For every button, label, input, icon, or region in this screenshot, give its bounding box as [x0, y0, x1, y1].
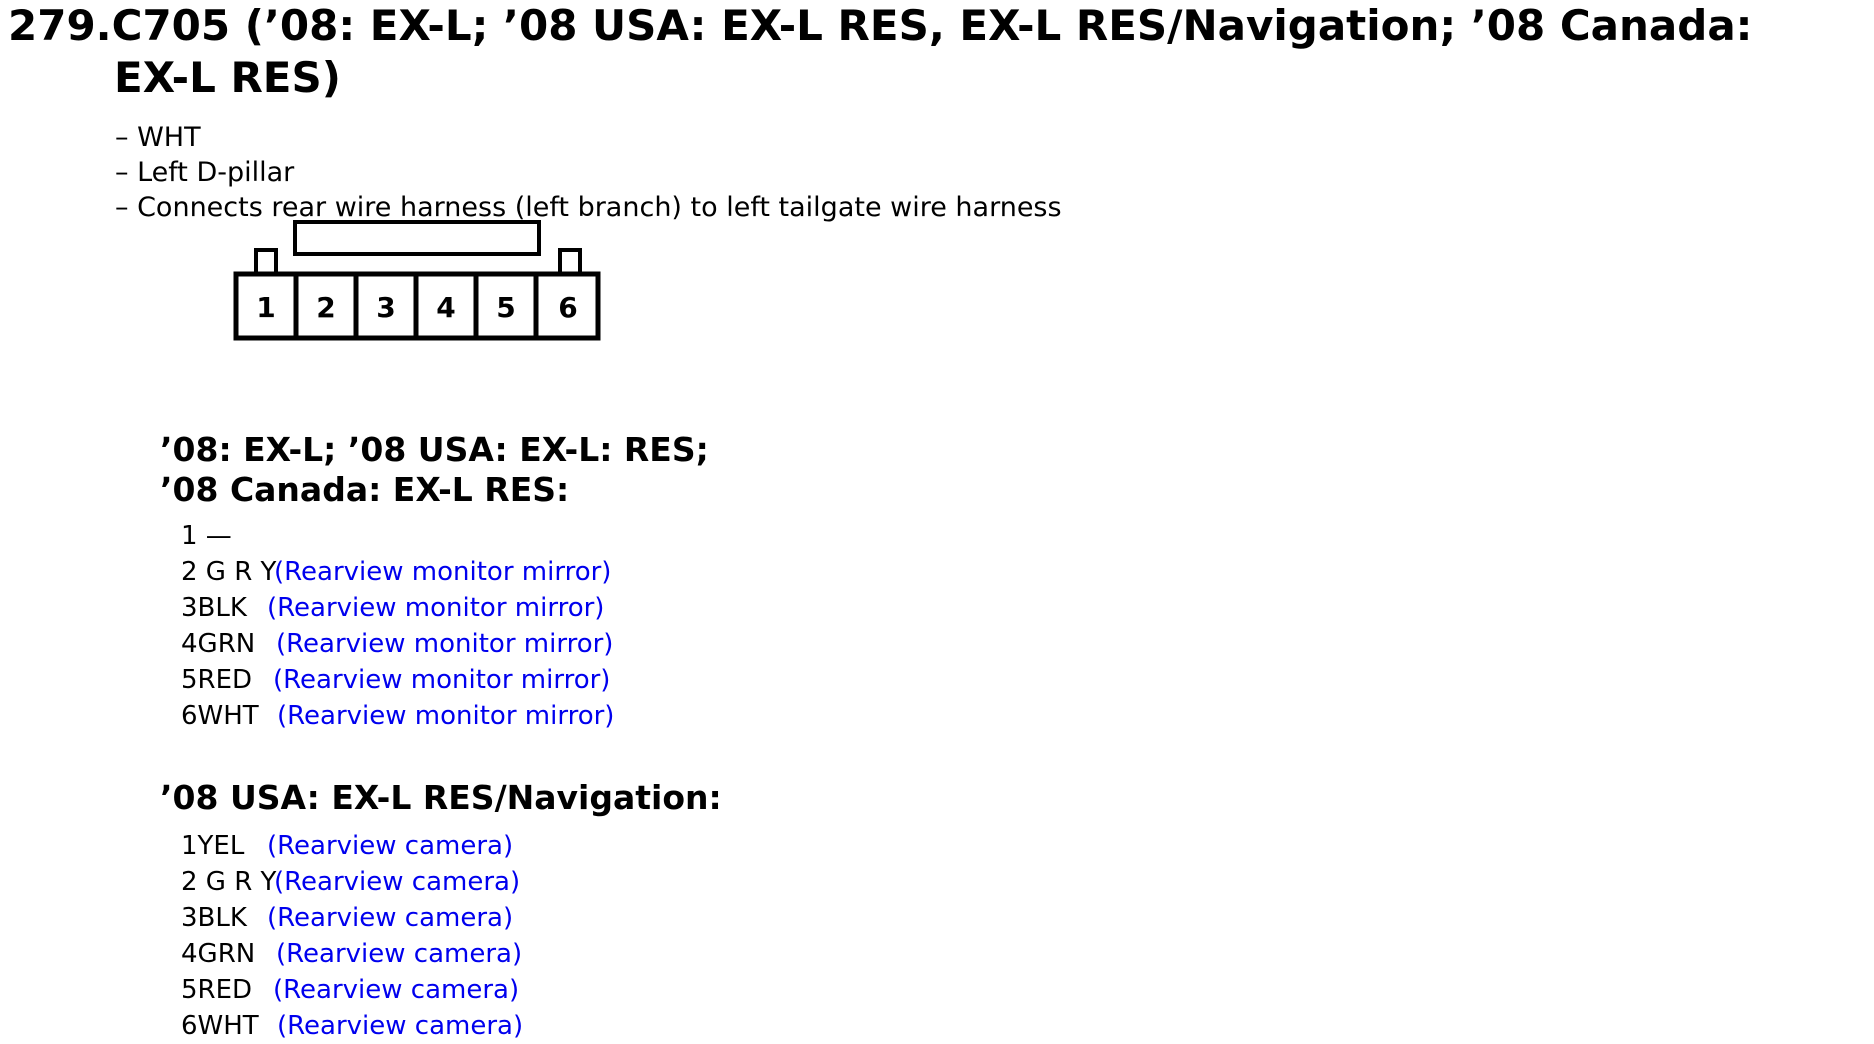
pin-label-4: 4 [436, 291, 455, 324]
pin-list: 1 — 2 G R Y (Rearview monitor mirror) 3B… [181, 518, 709, 734]
pin-destination-link[interactable]: (Rearview camera) [267, 903, 514, 933]
pin-destination-link[interactable]: (Rearview monitor mirror) [276, 629, 614, 659]
pin-row: 5RED (Rearview monitor mirror) [181, 662, 709, 698]
connector-face-diagram: 1 2 3 4 5 6 [233, 220, 601, 341]
pin-destination-link[interactable]: (Rearview camera) [277, 1011, 524, 1041]
pin-destination-link[interactable]: (Rearview camera) [274, 867, 521, 897]
pin-label-6: 6 [558, 291, 577, 324]
info-location: – Left D-pillar [115, 157, 295, 188]
pin-row: 2 G R Y (Rearview camera) [181, 864, 722, 900]
pin-wire: 6WHT [181, 701, 259, 731]
pin-destination-link[interactable]: (Rearview camera) [276, 939, 523, 969]
pin-destination-link[interactable]: (Rearview monitor mirror) [274, 557, 612, 587]
connector-lock-tab [293, 220, 541, 256]
pin-row: 1 — [181, 518, 709, 554]
page-title-line1: 279.C705 (’08: EX-L; ’08 USA: EX-L RES, … [8, 1, 1753, 50]
pin-row: 5RED (Rearview camera) [181, 972, 722, 1008]
pin-wire: 1YEL [181, 831, 245, 861]
pin-list: 1YEL (Rearview camera) 2 G R Y (Rearview… [181, 828, 722, 1044]
pin-row: 3BLK (Rearview monitor mirror) [181, 590, 709, 626]
section-title-line1: ’08 USA: EX-L RES/Navigation: [160, 778, 722, 817]
info-connects: – Connects rear wire harness (left branc… [115, 192, 1062, 223]
pin-destination-link[interactable]: (Rearview monitor mirror) [267, 593, 605, 623]
connector-left-latch [254, 248, 278, 274]
section-rearview-mirror: ’08: EX-L; ’08 USA: EX-L: RES; ’08 Canad… [160, 430, 709, 734]
pin-wire: 4GRN [181, 629, 256, 659]
section-title-line2: ’08 Canada: EX-L RES: [160, 470, 570, 509]
pin-wire: 5RED [181, 665, 253, 695]
pin-label-3: 3 [376, 291, 395, 324]
pin-wire: 5RED [181, 975, 253, 1005]
info-color: – WHT [115, 122, 201, 153]
pin-wire: 2 G R Y [181, 867, 277, 897]
pin-wire: 1 — [181, 521, 232, 551]
section-title-line1: ’08: EX-L; ’08 USA: EX-L: RES; [160, 430, 709, 469]
pin-wire: 4GRN [181, 939, 256, 969]
section-rearview-camera: ’08 USA: EX-L RES/Navigation: 1YEL (Rear… [160, 778, 722, 1044]
pin-label-2: 2 [316, 291, 335, 324]
connector-info-list: – WHT – Left D-pillar – Connects rear wi… [115, 120, 1062, 225]
pin-row: 4GRN (Rearview camera) [181, 936, 722, 972]
pin-row: 1YEL (Rearview camera) [181, 828, 722, 864]
pin-destination-link[interactable]: (Rearview camera) [273, 975, 520, 1005]
pin-row: 6WHT (Rearview monitor mirror) [181, 698, 709, 734]
pin-destination-link[interactable]: (Rearview monitor mirror) [273, 665, 611, 695]
pin-destination-link[interactable]: (Rearview camera) [267, 831, 514, 861]
pin-destination-link[interactable]: (Rearview monitor mirror) [277, 701, 615, 731]
pin-row: 6WHT (Rearview camera) [181, 1008, 722, 1044]
page-title: 279.C705 (’08: EX-L; ’08 USA: EX-L RES, … [8, 0, 1874, 104]
pin-wire: 3BLK [181, 903, 247, 933]
page-title-line2: EX-L RES) [114, 53, 341, 102]
pin-wire: 6WHT [181, 1011, 259, 1041]
pin-label-5: 5 [496, 291, 515, 324]
pin-row: 2 G R Y (Rearview monitor mirror) [181, 554, 709, 590]
connector-right-latch [558, 248, 582, 274]
pin-label-1: 1 [256, 291, 275, 324]
pin-wire: 3BLK [181, 593, 247, 623]
pin-wire: 2 G R Y [181, 557, 277, 587]
pin-row: 4GRN (Rearview monitor mirror) [181, 626, 709, 662]
pin-row: 3BLK (Rearview camera) [181, 900, 722, 936]
